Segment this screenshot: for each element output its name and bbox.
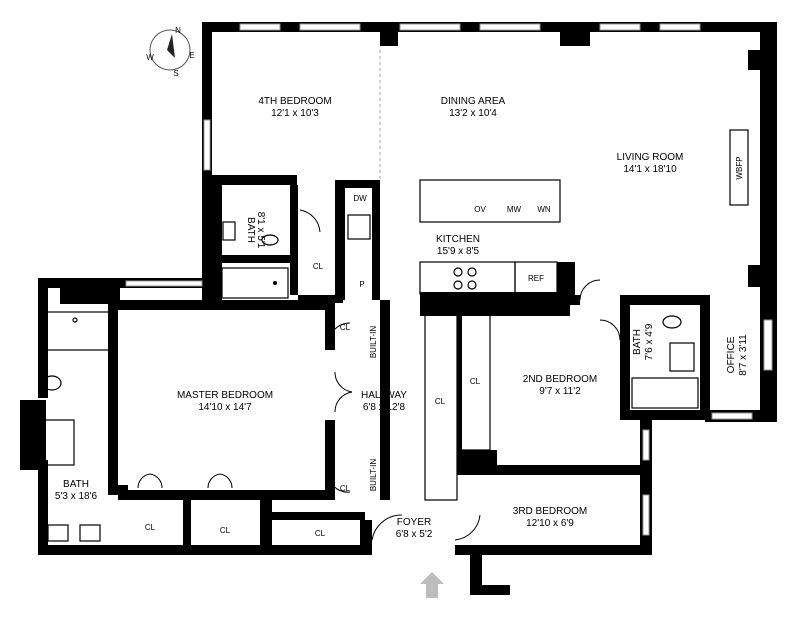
room-name-dining: DINING AREA: [441, 96, 506, 107]
compass: N E S W: [146, 26, 194, 78]
room-name-4th-bedroom: 4TH BEDROOM: [258, 96, 331, 107]
compass-needle-icon: [167, 34, 175, 58]
dishwasher-label: DW: [353, 194, 367, 203]
closet-label: CL: [313, 262, 324, 271]
built-in-label: BUILT-IN: [369, 459, 378, 492]
room-dims-master: 14'10 x 14'7: [198, 402, 252, 413]
microwave-label: MW: [507, 205, 522, 214]
room-dims-3rd-bedroom: 12'10 x 6'9: [526, 518, 574, 529]
room-name-bath-mid: BATH: [632, 329, 643, 355]
closet-label: CL: [435, 397, 446, 406]
room-name-living: LIVING ROOM: [617, 152, 684, 163]
room-labels: 4TH BEDROOM 12'1 x 10'3 DINING AREA 13'2…: [55, 96, 749, 540]
room-dims-kitchen: 15'9 x 8'5: [437, 246, 480, 257]
entry-arrow-icon: [420, 572, 444, 598]
room-dims-office: 8'7 x 3'11: [738, 334, 749, 376]
fixtures: [25, 129, 749, 598]
compass-south: S: [173, 69, 178, 78]
fixture-labels: CL CL CL CL CL CL CL CL WBFP OV MW WN DW…: [145, 156, 744, 538]
room-dims-bath-left: 5'3 x 18'6: [55, 491, 98, 502]
room-dims-hallway: 6'8 x 12'8: [363, 402, 406, 413]
room-name-office: OFFICE: [726, 336, 737, 373]
room-dims-bath-top: 8'1 x 5'1: [255, 212, 266, 249]
room-dims-dining: 13'2 x 10'4: [449, 108, 497, 119]
room-dims-2nd-bedroom: 9'7 x 11'2: [539, 386, 581, 397]
room-dims-foyer: 6'8 x 5'2: [396, 529, 433, 540]
refrigerator-label: REF: [528, 274, 544, 283]
room-name-kitchen: KITCHEN: [436, 234, 480, 245]
pantry-label: P: [359, 280, 364, 289]
room-name-foyer: FOYER: [397, 517, 431, 528]
compass-west: W: [146, 53, 154, 62]
room-dims-4th-bedroom: 12'1 x 10'3: [271, 108, 319, 119]
closet-label: CL: [220, 526, 231, 535]
exterior-walls: [20, 22, 777, 595]
oven-label: OV: [474, 205, 486, 214]
closet-label: CL: [145, 523, 156, 532]
closet-label: CL: [340, 484, 351, 493]
compass-north: N: [175, 26, 181, 35]
room-name-bath-top: BATH: [245, 217, 256, 243]
room-name-hallway: HALLWAY: [361, 390, 407, 401]
room-name-2nd-bedroom: 2ND BEDROOM: [523, 374, 597, 385]
room-name-bath-left: BATH: [63, 479, 89, 490]
room-dims-bath-mid: 7'6 x 4'9: [644, 323, 655, 360]
interior-walls: [108, 50, 710, 555]
compass-east: E: [189, 51, 194, 60]
closet-label: CL: [340, 323, 351, 332]
wine-fridge-label: WN: [537, 205, 551, 214]
room-dims-living: 14'1 x 18'10: [623, 164, 677, 175]
closet-label: CL: [470, 377, 481, 386]
room-name-master: MASTER BEDROOM: [177, 390, 273, 401]
doors: [137, 209, 621, 541]
stove-icon: [453, 267, 477, 290]
closet-label: CL: [315, 529, 326, 538]
fireplace-label: WBFP: [735, 156, 744, 179]
built-in-label: BUILT-IN: [369, 326, 378, 359]
room-name-3rd-bedroom: 3RD BEDROOM: [513, 506, 587, 517]
